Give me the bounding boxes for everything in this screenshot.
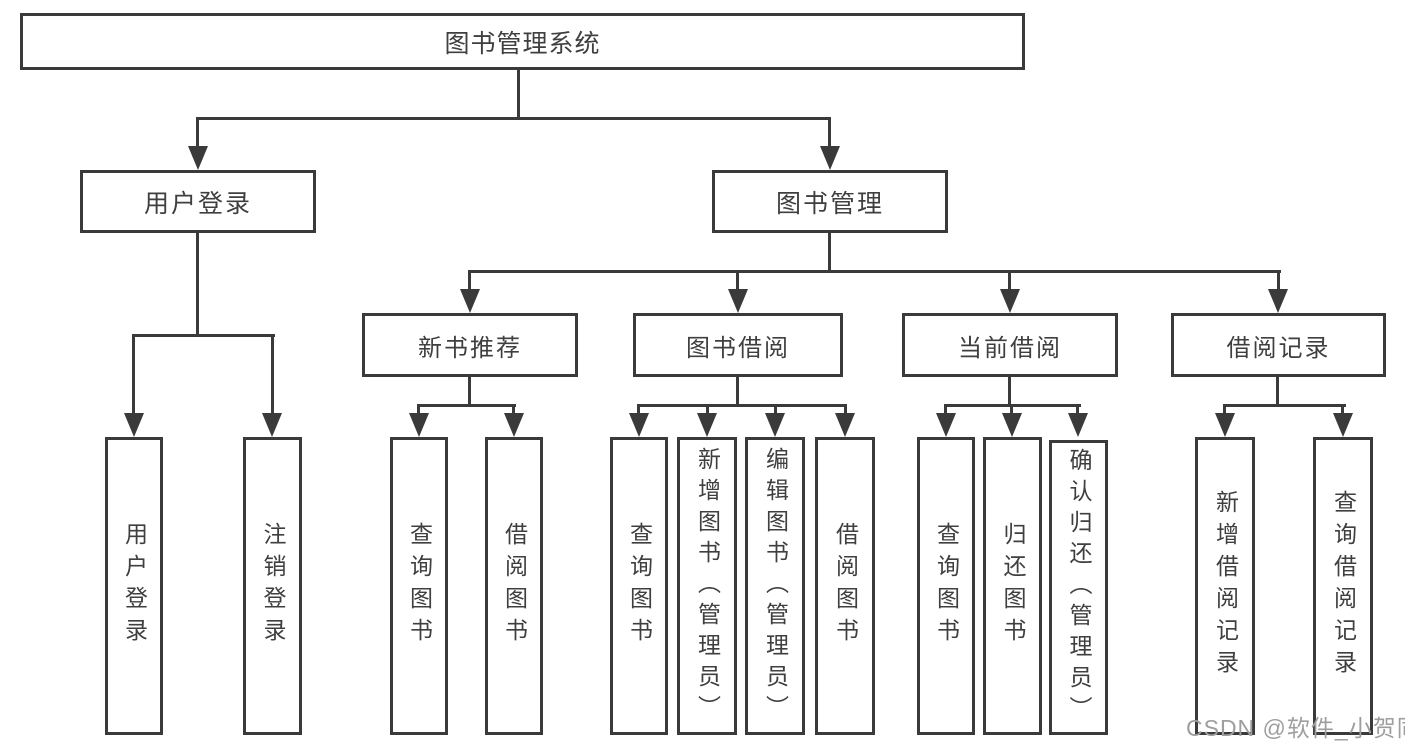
- node-label: 新书推荐: [418, 334, 522, 362]
- node-borrowing-records: 借阅记录: [1171, 313, 1386, 377]
- connector-line: [517, 70, 520, 119]
- leaf-add-borrow-record: 新增借阅记录: [1195, 437, 1255, 735]
- node-label: 借阅记录: [1226, 334, 1331, 362]
- leaf-query-borrow-record: 查询借阅记录: [1313, 437, 1373, 735]
- arrowhead-down-icon: [697, 413, 717, 437]
- node-book-management: 图书管理: [712, 170, 948, 233]
- node-user-login: 用户登录: [80, 170, 316, 233]
- node-label: 当前借阅: [958, 334, 1062, 362]
- node-label: 图书管理系统: [444, 29, 601, 58]
- arrowhead-down-icon: [1215, 413, 1235, 437]
- watermark: CSDN @软件_小贺同学: [1186, 715, 1405, 741]
- connector-line: [196, 117, 831, 120]
- arrowhead-down-icon: [262, 413, 282, 437]
- connector-line: [512, 404, 515, 414]
- leaf-query-books-current: 查询图书: [917, 437, 975, 735]
- leaf-confirm-return-admin: 确认归还（管理员）: [1049, 440, 1108, 735]
- leaf-logout: 注销登录: [243, 437, 302, 735]
- connector-line: [828, 117, 831, 148]
- arrowhead-down-icon: [629, 413, 649, 437]
- connector-line: [944, 404, 947, 414]
- connector-line: [1076, 404, 1079, 414]
- connector-line: [736, 377, 739, 407]
- node-label: 注销登录: [260, 522, 286, 650]
- connector-line: [736, 270, 739, 291]
- leaf-query-books-borrowing: 查询图书: [610, 437, 668, 735]
- arrowhead-down-icon: [1333, 413, 1353, 437]
- arrowhead-down-icon: [1068, 413, 1088, 437]
- arrowhead-down-icon: [835, 413, 855, 437]
- arrowhead-down-icon: [765, 413, 785, 437]
- node-label: 借阅图书: [501, 522, 528, 650]
- leaf-borrow-books-recommend: 借阅图书: [485, 437, 543, 735]
- arrowhead-down-icon: [1268, 289, 1288, 313]
- leaf-user-login: 用户登录: [105, 437, 163, 735]
- node-label: 用户登录: [143, 189, 252, 218]
- connector-line: [132, 334, 275, 337]
- connector-line: [1223, 404, 1226, 414]
- arrowhead-down-icon: [820, 146, 840, 170]
- connector-line: [271, 334, 274, 413]
- node-label: 图书借阅: [686, 334, 790, 362]
- node-label: 图书管理: [775, 189, 884, 218]
- node-label: 查询图书: [626, 522, 653, 650]
- leaf-query-books-recommend: 查询图书: [390, 437, 448, 735]
- connector-line: [417, 404, 516, 407]
- arrowhead-down-icon: [728, 289, 748, 313]
- connector-line: [828, 233, 831, 273]
- connector-line: [196, 117, 199, 148]
- arrowhead-down-icon: [1000, 289, 1020, 313]
- connector-line: [417, 404, 420, 414]
- arrowhead-down-icon: [936, 413, 956, 437]
- leaf-edit-book-admin: 编辑图书（管理员）: [745, 437, 805, 735]
- connector-line: [196, 233, 199, 337]
- connector-line: [1223, 404, 1346, 407]
- connector-line: [1277, 270, 1280, 291]
- leaf-borrow-books: 借阅图书: [815, 437, 875, 735]
- connector-line: [1008, 270, 1011, 291]
- node-label: 借阅图书: [832, 522, 859, 650]
- connector-line: [1341, 404, 1344, 414]
- arrowhead-down-icon: [124, 413, 144, 437]
- node-label: 查询图书: [406, 522, 433, 650]
- leaf-add-book-admin: 新增图书（管理员）: [677, 437, 737, 735]
- connector-line: [637, 404, 640, 414]
- arrowhead-down-icon: [188, 146, 208, 170]
- leaf-return-books: 归还图书: [983, 437, 1042, 735]
- node-label: 确认归还（管理员）: [1066, 448, 1092, 727]
- node-label: 用户登录: [121, 522, 148, 650]
- connector-line: [637, 404, 847, 407]
- connector-line: [468, 270, 1281, 273]
- node-label: 查询图书: [933, 522, 960, 650]
- connector-line: [468, 270, 471, 291]
- connector-line: [844, 404, 847, 414]
- connector-line: [1276, 377, 1279, 407]
- connector-line: [1010, 404, 1013, 414]
- connector-line: [774, 404, 777, 414]
- node-new-book-recommend: 新书推荐: [362, 313, 578, 377]
- connector-line: [468, 377, 471, 407]
- arrowhead-down-icon: [409, 413, 429, 437]
- connector-line: [706, 404, 709, 414]
- arrowhead-down-icon: [460, 289, 480, 313]
- node-label: 归还图书: [1000, 522, 1026, 650]
- node-label: 新增图书（管理员）: [694, 446, 721, 726]
- arrowhead-down-icon: [504, 413, 524, 437]
- node-current-borrowing: 当前借阅: [902, 313, 1118, 377]
- node-book-borrowing: 图书借阅: [633, 313, 843, 377]
- arrowhead-down-icon: [1002, 413, 1022, 437]
- connector-line: [1008, 377, 1011, 407]
- connector-line: [132, 334, 135, 413]
- node-label: 查询借阅记录: [1330, 490, 1357, 682]
- node-label: 编辑图书（管理员）: [762, 446, 789, 726]
- node-label: 新增借阅记录: [1212, 490, 1239, 682]
- node-library-system: 图书管理系统: [20, 13, 1025, 70]
